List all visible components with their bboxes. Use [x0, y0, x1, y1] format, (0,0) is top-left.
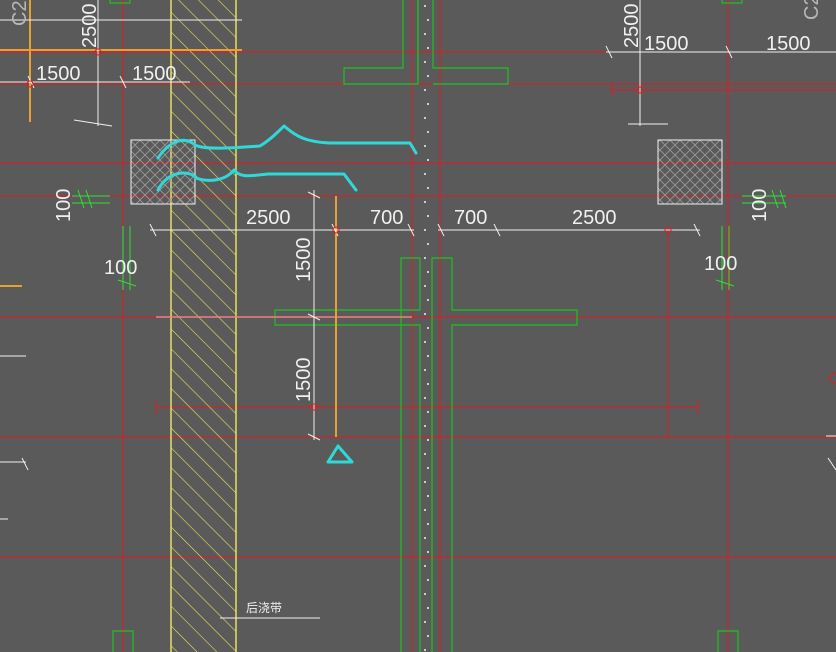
strip-dot	[424, 117, 426, 119]
green-dimension-marks	[72, 189, 787, 290]
dimension-lines	[0, 0, 836, 619]
strip-dot	[427, 439, 429, 441]
strip-dot	[424, 537, 426, 539]
strip-dot	[427, 355, 429, 357]
wall-outlines	[109, 0, 743, 652]
strip-dot	[427, 579, 429, 581]
strip-dot	[427, 159, 429, 161]
post-pour-band-hatch	[170, 0, 237, 652]
strip-dot	[424, 257, 426, 259]
strip-dot	[427, 523, 429, 525]
dim-left-100-a: 100	[53, 189, 75, 222]
dim-top-left-1500-a: 1500	[36, 63, 81, 85]
strip-dot	[424, 285, 426, 287]
strip-dot	[427, 635, 429, 637]
label-post-pour-band: 后浇带	[246, 601, 282, 615]
strip-dot	[424, 509, 426, 511]
dim-vert-1500-upper: 1500	[293, 238, 315, 283]
dim-vert-1500-lower: 1500	[293, 358, 315, 403]
strip-dot	[427, 47, 429, 49]
strip-dot	[424, 313, 426, 315]
strip-dot	[427, 411, 429, 413]
dim-top-right-2500: 2500	[621, 4, 643, 49]
dim-mid-2500-left: 2500	[246, 207, 291, 229]
dim-top-right-1500-a: 1500	[644, 33, 689, 55]
strip-dot	[427, 187, 429, 189]
dim-right-100-a: 100	[749, 189, 771, 222]
grid-node-markers	[26, 48, 672, 411]
strip-dot	[424, 565, 426, 567]
dim-right-100-b: 100	[704, 253, 737, 275]
strip-dot	[424, 89, 426, 91]
strip-dot	[424, 341, 426, 343]
strip-dot	[427, 215, 429, 217]
strip-dot	[424, 621, 426, 623]
strip-dot	[424, 453, 426, 455]
label-corner-left: C2	[9, 0, 31, 26]
dimension-texts: 2500 1500 1500 2500 1500 1500 2500 700 7…	[36, 4, 811, 403]
strip-dot	[427, 243, 429, 245]
strip-dot	[424, 145, 426, 147]
strip-dot	[427, 327, 429, 329]
strip-dot	[427, 75, 429, 77]
corner-labels: C2 C2	[9, 0, 823, 26]
column-boxes	[130, 139, 723, 205]
dim-top-left-1500-b: 1500	[132, 63, 177, 85]
cyan-markup	[156, 124, 418, 464]
strip-dot	[427, 19, 429, 21]
label-corner-right: C2	[801, 0, 823, 20]
dim-top-right-1500-b: 1500	[766, 33, 811, 55]
dim-left-100-b: 100	[104, 257, 137, 279]
strip-dot	[424, 173, 426, 175]
strip-dot	[427, 131, 429, 133]
strip-dot	[424, 201, 426, 203]
strip-dot	[424, 649, 426, 651]
strip-dot	[424, 369, 426, 371]
strip-dot	[424, 33, 426, 35]
strip-dot	[427, 299, 429, 301]
strip-dot	[424, 593, 426, 595]
strip-dot	[427, 495, 429, 497]
strip-dot	[427, 551, 429, 553]
strip-dot	[424, 229, 426, 231]
strip-dot	[427, 467, 429, 469]
column-strip-dots	[424, 5, 429, 651]
strip-dot	[427, 383, 429, 385]
strip-dot	[424, 61, 426, 63]
strip-dot	[424, 5, 426, 7]
dim-mid-700-right: 700	[454, 207, 487, 229]
strip-dot	[427, 607, 429, 609]
strip-dot	[427, 271, 429, 273]
strip-dot	[427, 103, 429, 105]
dim-top-left-2500: 2500	[79, 4, 101, 49]
arrow-marker-right	[827, 371, 836, 385]
dim-mid-700-left: 700	[370, 207, 403, 229]
strip-dot	[424, 481, 426, 483]
dim-mid-2500-right: 2500	[572, 207, 617, 229]
strip-dot	[424, 397, 426, 399]
strip-dot	[424, 425, 426, 427]
